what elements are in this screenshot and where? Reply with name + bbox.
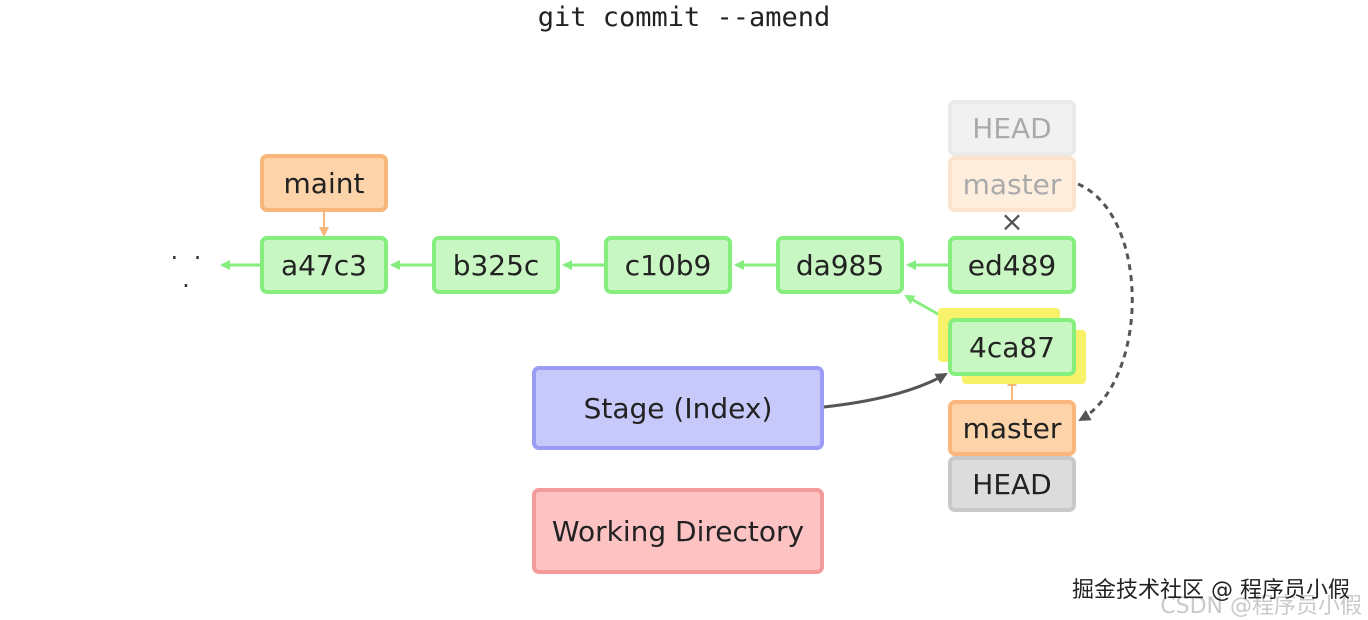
- commit-b325c: b325c: [432, 236, 560, 294]
- watermark-faint: CSDN @程序员小假: [1160, 594, 1362, 619]
- arrow-stage-to-4ca87: [823, 372, 948, 409]
- working-directory-box: Working Directory: [532, 488, 824, 574]
- old-master-label: master: [948, 156, 1076, 212]
- removed-mark-icon: ×: [1000, 205, 1024, 238]
- watermark: 掘金技术社区 @ 程序员小假: [1072, 578, 1350, 603]
- commit-4ca87: 4ca87: [948, 318, 1076, 376]
- commit-a47c3: a47c3: [260, 236, 388, 294]
- commit-ed489: ed489: [948, 236, 1076, 294]
- history-ellipsis: · · ·: [170, 244, 206, 300]
- new-head-label: HEAD: [948, 456, 1076, 512]
- arrow-master-moved: [1077, 182, 1134, 422]
- stage-index-box: Stage (Index): [532, 366, 824, 450]
- new-master-label: master: [948, 400, 1076, 456]
- commit-da985: da985: [776, 236, 904, 294]
- diagram-title: git commit --amend: [537, 2, 831, 33]
- commit-c10b9: c10b9: [604, 236, 732, 294]
- old-head-label: HEAD: [948, 100, 1076, 156]
- branch-maint: maint: [260, 154, 388, 212]
